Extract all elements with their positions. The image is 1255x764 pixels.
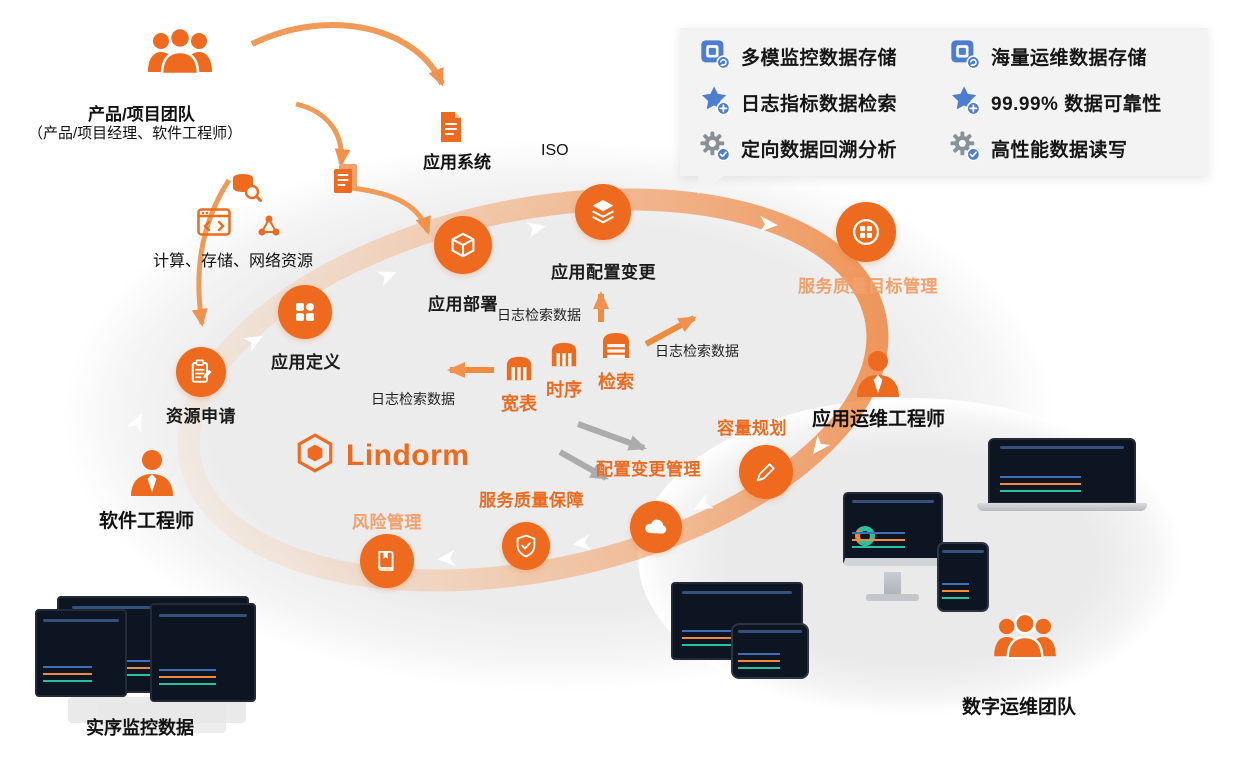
documents-icon [331, 162, 361, 196]
storage-icon [950, 39, 981, 74]
feature-item: 定向数据回溯分析 [700, 130, 898, 166]
star-plus-icon [700, 85, 731, 120]
stage-quality-assurance-icon [502, 522, 550, 570]
stage-app-deploy-icon [434, 216, 492, 274]
dashboard-donut-chart [855, 526, 875, 546]
desktop-monitor-stand [884, 572, 901, 596]
feature-box-pointer [698, 176, 724, 194]
network-nodes-icon [256, 212, 282, 238]
stage-risk-mgmt-icon [360, 534, 414, 588]
engine-widetable-label: 宽表 [501, 394, 537, 414]
engine-timeseries-label: 时序 [546, 380, 582, 400]
engine-widetable: 宽表 [501, 355, 537, 416]
desktop-monitor-base [866, 594, 919, 601]
stage-quality-assurance-label: 服务质量保障 [479, 491, 584, 510]
stage-capacity-planning-label: 容量规划 [717, 419, 787, 438]
stage-change-mgmt-icon [630, 501, 682, 553]
engine-search: 检索 [598, 331, 634, 394]
phone-screen [731, 623, 809, 679]
app-ops-engineer-icon [852, 347, 904, 399]
feature-item-label: 多模监控数据存储 [741, 47, 898, 69]
app-ops-engineer-label: 应用运维工程师 [812, 409, 946, 430]
product-team-sublabel: （产品/项目经理、软件工程师） [28, 125, 243, 142]
feature-item-label: 99.99% 数据可靠性 [991, 93, 1162, 115]
feature-item-label: 海量运维数据存储 [991, 47, 1148, 69]
stage-config-change-icon [575, 184, 631, 240]
storage-icon [700, 39, 731, 74]
log-data-label-left: 日志检索数据 [371, 391, 455, 407]
stage-app-define-icon [278, 285, 332, 339]
feature-item: 99.99% 数据可靠性 [950, 85, 1162, 119]
disk-search-icon [229, 170, 263, 204]
code-window-icon [197, 208, 231, 236]
monitoring-data-label: 实序监控数据 [86, 718, 194, 738]
digital-ops-team-icon [992, 612, 1058, 664]
feature-item-label: 定向数据回溯分析 [741, 139, 898, 161]
tablet-screen [937, 542, 989, 612]
feature-item: 日志指标数据检索 [700, 85, 897, 119]
widetable-engine-icon [504, 355, 534, 388]
app-system-icon [437, 110, 465, 144]
search-engine-icon [600, 331, 632, 366]
app-system-label: 应用系统 [423, 153, 491, 172]
star-plus-icon [950, 85, 981, 120]
stage-risk-mgmt-label: 风险管理 [352, 513, 422, 532]
stage-config-change-label: 应用配置变更 [551, 263, 656, 282]
lindorm-logo-icon [294, 432, 336, 479]
iso-label: ISO [541, 142, 569, 159]
laptop-screen [988, 438, 1136, 504]
log-data-label-right: 日志检索数据 [655, 343, 739, 359]
lindorm-name: Lindorm [346, 438, 470, 472]
feature-item: 海量运维数据存储 [950, 39, 1147, 73]
software-engineer-icon [126, 446, 178, 498]
laptop-base [977, 503, 1147, 511]
gear-check-icon [700, 130, 731, 166]
stage-app-deploy-label: 应用部署 [428, 295, 498, 314]
log-data-label-top: 日志检索数据 [497, 307, 581, 323]
lindorm-brand: Lindorm [294, 432, 470, 479]
engine-timeseries: 时序 [546, 341, 582, 402]
feature-item-label: 高性能数据读写 [991, 139, 1128, 161]
desktop-monitor-screen [843, 492, 943, 566]
feature-item-label: 日志指标数据检索 [741, 93, 898, 115]
gear-check-icon [950, 130, 981, 166]
software-engineer-label: 软件工程师 [99, 511, 195, 532]
feature-item: 多模监控数据存储 [700, 39, 897, 73]
stage-resource-apply-icon [176, 347, 226, 397]
product-team-group-icon [146, 26, 214, 80]
stage-quality-target-label: 服务质量目标管理 [798, 277, 938, 296]
feature-box: 多模监控数据存储 海量运维数据存储 [680, 28, 1208, 176]
arrow-team-down [295, 101, 351, 167]
stage-resource-apply-label: 资源申请 [166, 407, 236, 426]
arrow-team-to-appsystem [250, 22, 445, 87]
digital-ops-team-label: 数字运维团队 [962, 697, 1077, 718]
resources-label: 计算、存储、网络资源 [153, 253, 314, 270]
stage-change-mgmt-label: 配置变更管理 [596, 460, 701, 479]
timeseries-engine-icon [549, 341, 579, 374]
stage-app-define-label: 应用定义 [271, 353, 341, 372]
engine-search-label: 检索 [598, 372, 634, 392]
feature-item: 高性能数据读写 [950, 130, 1128, 166]
stage-capacity-planning-icon [739, 445, 793, 499]
monitoring-screenshot [150, 603, 256, 702]
product-team-label: 产品/项目团队 [88, 105, 195, 124]
monitoring-screenshot [35, 609, 127, 697]
stage-quality-target-icon [836, 202, 896, 262]
